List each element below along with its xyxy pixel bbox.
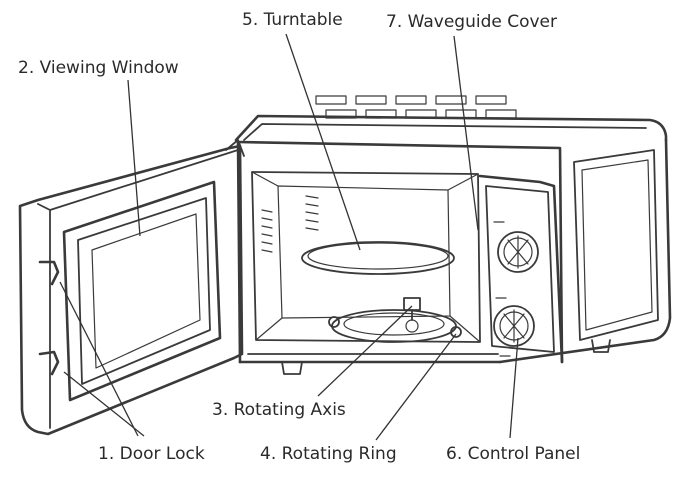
label-door-lock: 1. Door Lock bbox=[98, 444, 205, 464]
control-panel-column bbox=[478, 174, 564, 364]
label-rotating-ring: 4. Rotating Ring bbox=[260, 444, 397, 464]
leader-door-lock-top bbox=[59, 281, 139, 437]
label-control-panel: 6. Control Panel bbox=[446, 444, 581, 464]
leader-door-lock-bottom bbox=[63, 371, 145, 437]
feet bbox=[281, 339, 611, 375]
label-rotating-axis: 3. Rotating Axis bbox=[212, 400, 346, 420]
leader-rotating-axis bbox=[317, 305, 413, 397]
front-frame bbox=[225, 139, 564, 364]
top-vents bbox=[315, 95, 517, 119]
label-waveguide-cover: 7. Waveguide Cover bbox=[386, 12, 558, 32]
leader-waveguide-cover bbox=[453, 35, 479, 231]
turntable-assembly bbox=[301, 241, 462, 343]
leader-turntable bbox=[285, 33, 361, 251]
label-viewing-window: 2. Viewing Window bbox=[18, 58, 179, 78]
leader-viewing-window bbox=[127, 79, 141, 237]
label-turntable: 5. Turntable bbox=[242, 10, 343, 30]
door bbox=[18, 144, 244, 436]
leader-lines bbox=[59, 33, 519, 441]
cabinet bbox=[234, 114, 672, 364]
leader-control-panel bbox=[509, 337, 519, 439]
leader-rotating-ring bbox=[375, 333, 457, 441]
